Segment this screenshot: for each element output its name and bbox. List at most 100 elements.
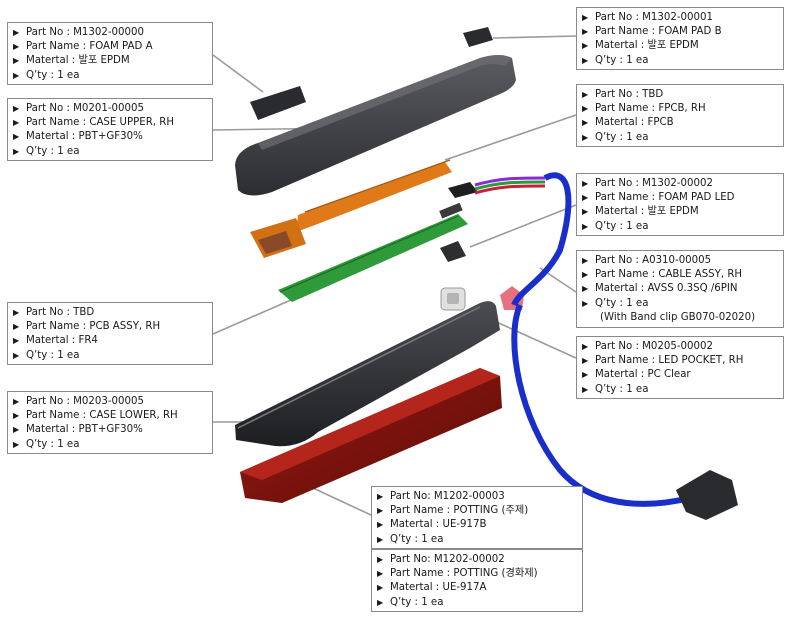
triangle-bullet-icon: ▶ (13, 336, 20, 346)
triangle-bullet-icon: ▶ (582, 270, 589, 280)
part-name-label: Part Name (26, 321, 80, 333)
callout-pcb-assy: ▶Part No : TBD ▶Part Name : PCB ASSY, RH… (7, 302, 213, 365)
triangle-bullet-icon: ▶ (13, 308, 20, 317)
part-no-label: Part No (26, 103, 64, 114)
callout-foam-pad-led: ▶Part No : M1302-00002 ▶Part Name : FOAM… (576, 173, 784, 236)
callout-foam-pad-b: ▶Part No : M1302-00001 ▶Part Name : FOAM… (576, 7, 784, 70)
cable-grommet (500, 286, 524, 310)
triangle-bullet-icon: ▶ (582, 179, 589, 188)
part-no-label: Part No (26, 27, 64, 38)
part-no-value: M1202-00003 (433, 491, 505, 502)
material-label: Matertal (390, 519, 433, 531)
triangle-bullet-icon: ▶ (582, 90, 589, 99)
triangle-bullet-icon: ▶ (582, 256, 589, 265)
part-no-label: Part No (26, 307, 64, 318)
part-no-value: M1302-00001 (642, 12, 713, 23)
callout-foam-pad-a: ▶Part No : M1302-00000 ▶Part Name : FOAM… (7, 22, 213, 85)
qty-label: Q’ty (390, 596, 412, 608)
qty-value: 1 ea (421, 533, 444, 545)
part-no-label: Part No (595, 341, 633, 352)
part-name-label: Part Name (390, 505, 444, 517)
triangle-bullet-icon: ▶ (582, 118, 589, 128)
part-no-label: Part No (595, 12, 633, 23)
pcb-assy-part (278, 202, 468, 302)
foam-pad-b-part (463, 27, 493, 47)
callout-led-pocket: ▶Part No : M0205-00002 ▶Part Name : LED … (576, 336, 784, 399)
part-no-value: M0203-00005 (73, 396, 144, 407)
triangle-bullet-icon: ▶ (13, 132, 20, 142)
triangle-bullet-icon: ▶ (13, 322, 20, 332)
cable-assy-part (511, 172, 738, 520)
cable-connector-wires (448, 176, 546, 198)
part-name-label: Part Name (26, 410, 80, 422)
triangle-bullet-icon: ▶ (582, 41, 589, 51)
qty-value: 1 ea (57, 438, 80, 450)
part-name-label: Part Name (26, 117, 80, 129)
triangle-bullet-icon: ▶ (13, 425, 20, 435)
material-value: 발포 EPDM (647, 206, 699, 218)
triangle-bullet-icon: ▶ (377, 520, 384, 530)
triangle-bullet-icon: ▶ (13, 56, 20, 66)
triangle-bullet-icon: ▶ (13, 350, 20, 360)
triangle-bullet-icon: ▶ (582, 193, 589, 203)
qty-label: Q’ty (595, 54, 617, 66)
triangle-bullet-icon: ▶ (13, 118, 20, 128)
triangle-bullet-icon: ▶ (13, 439, 20, 449)
material-value: UE-917B (442, 519, 487, 531)
qty-label: Q’ty (26, 438, 48, 450)
case-upper-part (235, 55, 516, 196)
material-value: 발포 EPDM (78, 55, 130, 67)
qty-label: Q’ty (26, 145, 48, 157)
part-name-value: CASE LOWER, RH (89, 410, 178, 422)
part-name-value: PCB ASSY, RH (89, 321, 161, 333)
part-no-value: M1202-00002 (433, 554, 505, 565)
potting-part (240, 368, 502, 503)
qty-value: 1 ea (57, 145, 80, 157)
triangle-bullet-icon: ▶ (377, 555, 384, 564)
material-label: Matertal (26, 131, 69, 143)
triangle-bullet-icon: ▶ (582, 55, 589, 65)
part-no-value: A0310-00005 (642, 255, 712, 266)
case-lower-part (235, 301, 500, 447)
part-no-value: M1302-00000 (73, 27, 144, 38)
foam-pad-a-part (250, 86, 306, 120)
qty-value: 1 ea (626, 383, 649, 395)
triangle-bullet-icon: ▶ (582, 342, 589, 351)
qty-value: 1 ea (57, 69, 80, 81)
triangle-bullet-icon: ▶ (377, 597, 384, 607)
qty-label: Q’ty (390, 533, 412, 545)
part-no-value: TBD (73, 307, 95, 318)
part-name-label: Part Name (390, 568, 444, 580)
part-name-label: Part Name (26, 41, 80, 53)
part-name-value: LED POCKET, RH (658, 355, 744, 367)
triangle-bullet-icon: ▶ (582, 104, 589, 114)
part-name-value: CABLE ASSY, RH (658, 269, 743, 281)
part-name-value: FOAM PAD LED (658, 192, 735, 204)
material-label: Matertal (595, 40, 638, 52)
qty-value: 1 ea (626, 297, 649, 309)
material-label: Matertal (26, 335, 69, 347)
part-name-label: Part Name (595, 192, 649, 204)
part-name-value: FOAM PAD B (658, 26, 722, 38)
qty-value: 1 ea (626, 54, 649, 66)
led-pocket-part (440, 287, 466, 311)
qty-label: Q’ty (595, 131, 617, 143)
material-label: Matertal (595, 369, 638, 381)
triangle-bullet-icon: ▶ (377, 492, 384, 501)
triangle-bullet-icon: ▶ (582, 370, 589, 380)
qty-label: Q’ty (26, 69, 48, 81)
part-no-label: Part No: (390, 554, 431, 565)
triangle-bullet-icon: ▶ (13, 411, 20, 421)
material-value: FR4 (78, 335, 98, 347)
part-no-value: M0205-00002 (642, 341, 713, 352)
triangle-bullet-icon: ▶ (377, 506, 384, 516)
part-name-value: CASE UPPER, RH (89, 117, 175, 129)
material-value: PBT+GF30% (78, 131, 143, 143)
part-no-label: Part No (26, 396, 64, 407)
qty-value: 1 ea (421, 596, 444, 608)
triangle-bullet-icon: ▶ (13, 42, 20, 52)
triangle-bullet-icon: ▶ (582, 356, 589, 366)
material-label: Matertal (595, 206, 638, 218)
material-value: 발포 EPDM (647, 40, 699, 52)
callout-potting-hardener: ▶Part No: M1202-00002 ▶Part Name : POTTI… (371, 549, 583, 612)
